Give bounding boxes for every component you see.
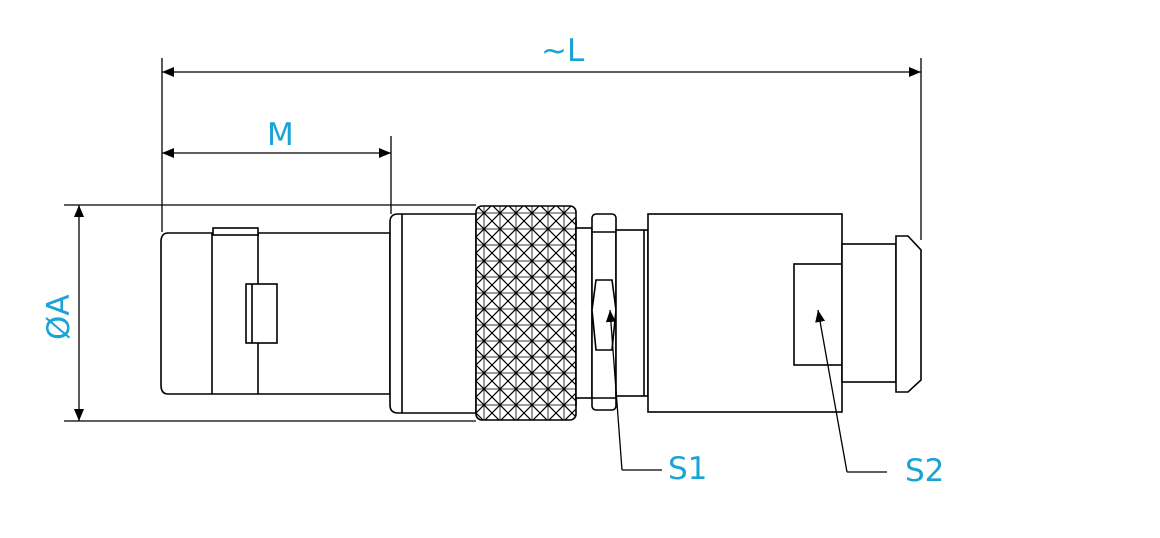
leader-lines bbox=[605, 309, 887, 473]
dimension-diameter bbox=[64, 204, 476, 422]
hex-flat bbox=[591, 279, 617, 351]
leader-s1 bbox=[605, 309, 623, 471]
label-diameter: ØA bbox=[41, 294, 77, 340]
knurled-coupling-nut bbox=[475, 205, 577, 421]
cable-end-cap bbox=[895, 235, 922, 393]
latch-window bbox=[245, 283, 278, 344]
connector-body bbox=[160, 205, 922, 421]
leader-s2 bbox=[815, 309, 848, 473]
cable-collet bbox=[841, 243, 897, 383]
label-m-length: M bbox=[267, 117, 294, 153]
latch-tab bbox=[212, 227, 259, 236]
label-s1: S1 bbox=[668, 451, 708, 487]
dimension-overall-length bbox=[161, 58, 922, 240]
hex-neck bbox=[575, 227, 593, 399]
dimension-m bbox=[162, 136, 392, 214]
label-s2: S2 bbox=[905, 453, 945, 489]
rear-flat bbox=[793, 263, 843, 366]
threaded-ring bbox=[615, 229, 649, 397]
outer-housing bbox=[389, 213, 477, 414]
label-overall-length: ~L bbox=[541, 33, 585, 69]
